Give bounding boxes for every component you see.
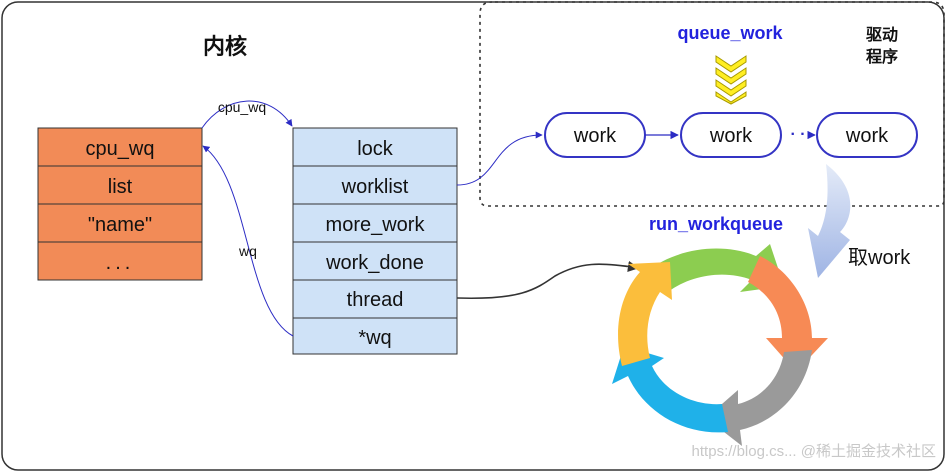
run-workqueue-label: run_workqueue	[649, 214, 783, 234]
work-node-label: work	[709, 125, 753, 147]
cpu-wq-arrow-label: cpu_wq	[218, 99, 266, 115]
cpu-struct-field-cpu-wq: cpu_wq	[86, 138, 155, 160]
wq-field-wq: *wq	[358, 327, 391, 349]
thread-arrow	[456, 260, 640, 300]
take-work-label: 取work	[848, 247, 911, 269]
workqueue-struct: lock worklist more_work work_done thread…	[292, 127, 458, 355]
wq-field-thread: thread	[347, 289, 404, 311]
work-node	[680, 112, 782, 158]
take-work-arrow-icon	[808, 164, 851, 278]
work-node-label: work	[573, 125, 617, 147]
driver-region	[479, 1, 945, 207]
cpu-struct: cpu_wq list "name" ...	[37, 127, 203, 281]
work-list: work work work	[544, 112, 918, 158]
work-node	[816, 112, 918, 158]
wq-arrow	[202, 145, 294, 337]
watermark: https://blog.cs... @稀土掘金技术社区	[692, 443, 936, 460]
workqueue-cycle-icon	[612, 244, 828, 446]
queue-work-label: queue_work	[677, 23, 783, 43]
driver-title-line2: 程序	[866, 47, 898, 66]
driver-title-line1: 驱动	[866, 25, 898, 44]
kernel-title: 内核	[203, 34, 247, 60]
wq-field-worklist: worklist	[341, 176, 409, 198]
cpu-struct-field-list: list	[108, 176, 133, 198]
wq-arrow-label: wq	[238, 243, 257, 259]
worklist-arrow	[456, 131, 543, 186]
cpu-struct-field-more: ...	[106, 252, 135, 274]
work-list-ellipsis: · ·	[790, 126, 805, 143]
wq-field-more-work: more_work	[326, 214, 426, 236]
wq-field-work-done: work_done	[325, 252, 424, 274]
queue-work-chevrons-icon	[715, 55, 747, 105]
cpu-struct-field-name: "name"	[88, 214, 152, 236]
wq-field-lock: lock	[357, 138, 394, 160]
cpu-wq-arrow	[201, 100, 293, 129]
work-node-label: work	[845, 125, 889, 147]
